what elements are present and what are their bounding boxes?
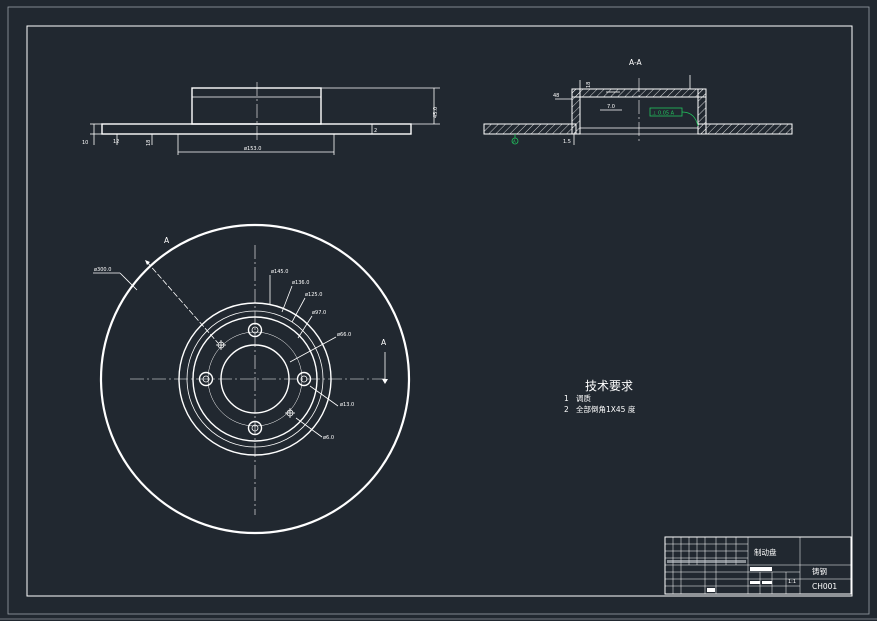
- drawing-frame: [26, 25, 853, 597]
- plan-dim-97: ø97.0: [312, 310, 326, 316]
- front-dim-width: ø153.0: [244, 146, 261, 152]
- section-dim-bottom: 1.5: [563, 139, 571, 145]
- bolt-hole-right: [296, 371, 312, 387]
- disc-outer-circle: [99, 223, 411, 535]
- tolerance-text: ⊥ 0.05 A: [652, 111, 675, 117]
- front-dim-height: 45.0: [433, 107, 439, 118]
- title-scale: 1:1: [788, 579, 796, 585]
- tech-req-text-1: 调质: [576, 393, 591, 403]
- plan-dim-125: ø125.0: [305, 292, 322, 298]
- plan-dim-outer: ø300.0: [94, 267, 111, 273]
- title-part-name: 制动盘: [754, 547, 777, 557]
- plan-dim-66: ø66.0: [337, 332, 351, 338]
- section-view: A-A 18 48 7.0 1.5 ⊥ 0.05 A A: [483, 58, 793, 145]
- tech-req-text-2: 全部倒角1X45 度: [576, 404, 636, 414]
- section-dim-top: 18: [586, 82, 592, 88]
- sheet-border: [7, 6, 870, 615]
- front-dim-small: 2: [374, 128, 377, 134]
- plan-dim-small-hole: ø6.0: [323, 435, 334, 441]
- tech-req-num-2: 2: [564, 405, 569, 414]
- front-view: 45.0 ø153.0 10 12 18 2: [82, 82, 440, 155]
- title-material: 铸钢: [812, 566, 827, 576]
- datum-label: A: [513, 139, 516, 144]
- cut-label-left: A: [164, 236, 170, 245]
- section-label: A-A: [629, 58, 643, 67]
- tech-req-num-1: 1: [564, 394, 569, 403]
- bolt-hole-top: [247, 322, 263, 338]
- front-dim-left: 10: [82, 140, 88, 146]
- title-drawing-no: CH001: [812, 582, 837, 591]
- tech-req-heading: 技术要求: [585, 379, 633, 393]
- section-dim-inner: 7.0: [607, 104, 615, 110]
- bolt-hole-left: [198, 371, 214, 387]
- front-dim-b: 18: [146, 140, 152, 146]
- cut-label-right: A: [381, 338, 387, 347]
- bolt-hole-bottom: [247, 420, 263, 436]
- plan-dim-hole: ø13.0: [340, 402, 354, 408]
- plan-dim-145: ø145.0: [271, 269, 288, 275]
- plan-view: A A ø300.0 ø145.0 ø136.0 ø125.0 ø97.0 ø6…: [93, 223, 411, 535]
- title-block: 制动盘 铸钢 CH001 1:1: [664, 536, 852, 595]
- front-dim-a: 12: [113, 139, 119, 145]
- plan-dim-136: ø136.0: [292, 280, 309, 286]
- tech-requirements: 技术要求 1 调质 2 全部倒角1X45 度: [564, 379, 636, 414]
- section-dim-step: 48: [553, 93, 559, 99]
